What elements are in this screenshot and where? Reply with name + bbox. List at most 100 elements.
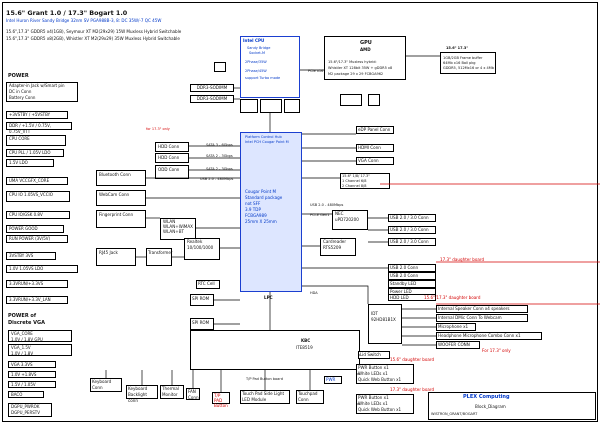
quick-web-1: Quick Web Button x1 <box>358 377 402 382</box>
edp-panel-conn: eDP Panel Conn <box>356 126 394 134</box>
pwr-board-1: PWR Button x1 White LEDs x1 Quick Web Bu… <box>356 364 414 384</box>
pch-line-3: Standard package <box>245 195 283 200</box>
power-row-ddr: DDR / +1.5V / 0.75V, 0.75V_VTT <box>6 122 72 134</box>
kbc-block: KBC ITE8519 <box>190 330 360 370</box>
pch-line-6: FCBGA989 <box>245 213 267 218</box>
power-row-powergood: POWER GOOD <box>6 225 64 233</box>
power-row-33vlan: 3.3VRUN/+3.3V_LAN <box>6 296 68 304</box>
block-title: Block_Diagram <box>475 404 506 409</box>
title-block: PLEX Computing Block_Diagram WISTRON_GRA… <box>428 392 596 420</box>
gpu-sub: AMD <box>360 47 371 52</box>
touchpad-conn: Touchpad Conn <box>296 390 324 404</box>
cpu-sub-2 <box>260 99 282 113</box>
signal-sata3: SATA 2 - 3Gbps <box>206 167 233 171</box>
project: WISTRON_GRANT/BOGART <box>431 412 478 416</box>
daughter-15-label: 15.6" daughter board <box>390 357 435 362</box>
lid-switch: Lid Switch <box>358 351 390 359</box>
hdd-led: HDD LED <box>388 294 436 301</box>
wlan-block: WLAN WLAN+WiMAX WLAN+BT <box>160 218 196 240</box>
vga-row-perst-text: DGPU_PERSTV <box>11 410 40 415</box>
cpu-block: Intel CPU Sandy Bridge Socket-M 2Phase/3… <box>240 36 300 98</box>
cardreader-text-2: RTS5209 <box>323 245 342 250</box>
daughter-17-label: 17.3" daughter board <box>390 387 435 392</box>
usb-conn-1: USB 2.0 / 3.0 Conn <box>388 214 436 222</box>
pwr-board-2: PWR Button x1 White LEDs x1 Quick Web Bu… <box>356 394 414 414</box>
power-row-adapter: Adapter-in Jack w/Smart pin DC in Conn B… <box>6 82 78 102</box>
audio-for17: For 17.3" only <box>482 348 511 353</box>
pch-line-5: 3.9 TDP <box>245 207 261 212</box>
hdmi-conn: HDMI Conn <box>356 144 394 152</box>
hdd-conn-2: HDD Conn <box>155 153 189 163</box>
pch-line-7: 25mm X 25mm <box>245 219 277 224</box>
woofer-conn: WOOFER CONN <box>436 341 480 349</box>
cpu-line-2: Socket-M <box>249 51 265 55</box>
power-vga-title2: Discrete VGA <box>8 320 46 326</box>
pwr-led-1: White LEDs x1 <box>358 371 388 376</box>
audio-codec-text-1: IDT <box>371 311 378 316</box>
power-vga-title: POWER of <box>8 313 37 319</box>
pwr-wireless: PWR Button x1 / Wireless LED x1 <box>324 376 342 384</box>
power-row-runpower: RUN POWER (3V/5V) <box>6 235 68 243</box>
vga-row-core: VGA_CORE 1.0V / 1.8V GPU <box>8 330 72 342</box>
daughter-label-1: 17.3" daughter board <box>440 257 485 262</box>
kbc-title: KBC <box>301 338 311 343</box>
cpu-line-1: Sandy Bridge <box>247 46 271 50</box>
vga-row-core-text: VGA_CORE <box>11 331 33 336</box>
cardreader-text-1: Cardreader <box>323 239 346 244</box>
power-title: POWER <box>8 73 29 79</box>
power-row-adapter-text: Adapter-in Jack w/Smart pin <box>9 83 65 88</box>
power-row-uma: UMA VCCGFX_CORE <box>6 177 68 185</box>
signal-usb20a: USB 2.0 - 480Mbps <box>200 177 234 181</box>
power-row-cpuiogsk: CPU IO/GSK 0.8V <box>6 211 70 219</box>
diagram-title: 15.6" Grant 1.0 / 17.3" Bogart 1.0 <box>6 9 128 17</box>
power-row-cpucore: CPU CORE <box>6 135 66 146</box>
power-row-cpuio: CPU IO 1.05VS_VCCIO <box>6 191 70 202</box>
lan-chip: Realtek 10/100/1000 <box>184 238 220 260</box>
tp-pad-board: T/P Pad Button board <box>246 377 283 381</box>
vga-conn: VGA Conn <box>356 157 394 165</box>
lvds-panel: 15.6" 1/8/ 17.3" 1 Channel 6/8 2 Channel… <box>340 173 390 189</box>
power-row-15ldo: 1.5V LDO <box>6 159 54 167</box>
lvds-panel-text-2: 1 Channel 6/8 <box>342 179 367 183</box>
vga-row-gpu-text: 1.0V / 1.8V GPU <box>11 337 43 342</box>
pch-line-2: Cougar Point M <box>245 189 277 194</box>
audio-codec: IDT 92HD81B1X <box>368 304 402 344</box>
vga-row-105: 1.5V / 1.05V <box>8 381 56 388</box>
pch-line-1: Intel PCH Cougar Point M <box>245 140 289 144</box>
cpu-line-3: 2Phase/35W <box>245 60 267 64</box>
vga-row-18vs: 1.0V +1.8VS <box>8 371 56 378</box>
standby-led: Standby LED <box>388 280 436 288</box>
gpu-block: GPU AMD 15.6"/17.3" Muxless hybrid: Whis… <box>324 36 406 80</box>
signal-for17: for 17.3" only <box>146 127 170 131</box>
vram-line-2: 64Mb x16 Ball pkg <box>443 61 476 65</box>
vram-line-1: 1GB/2GB Frame buffer <box>443 56 483 60</box>
rtc-cell: RTC Cell <box>196 280 220 289</box>
cpu-sub-3 <box>284 99 300 113</box>
vga-row-pwrok: DGPU_PWROK DGPU_PERSTV <box>8 403 52 417</box>
renesas-text-2: uPD720200 <box>335 217 359 222</box>
vga-row-15v-text: VGA_1.5V <box>11 345 31 350</box>
fingerprint-conn: Fingerprint Conn <box>96 210 146 228</box>
bluetooth-conn: Bluetooth Conn <box>96 170 146 186</box>
config-line-2: 15.6",17.3" GDDR5 x8(2GB), Whistler XT M… <box>6 36 180 41</box>
signal-pcie2: PCI-E Gen1 <box>310 213 330 217</box>
microphone: Microphone x1 <box>436 323 476 331</box>
wlan-text-2: WLAN+WiMAX <box>163 224 193 229</box>
edp-small-box <box>214 62 226 72</box>
tp-button: T/P PAD Button <box>212 392 230 408</box>
pch-line-4: not SFF <box>245 201 261 206</box>
lan-text-1: Realtek <box>187 239 203 244</box>
quick-web-2: Quick Web Button x1 <box>358 407 402 412</box>
ddr-slot-1: DDR3-SODIMM <box>190 84 234 92</box>
gpu-title: GPU <box>360 40 372 46</box>
power-row-standby: +3VSTBY / +5VSTBY <box>6 111 68 119</box>
usb-conn-4: USB 2.0 Conn <box>388 264 436 272</box>
ddr-slot-2: DDR3-SODIMM <box>190 95 234 103</box>
gpu-desc-2: Whistler XT 128bit 35W + gDDR5 x8 <box>328 66 393 70</box>
gpu-desc-3: M2 package 29 x 29 FCBGA962 <box>328 72 384 76</box>
usb-conn-3: USB 2.0 / 3.0 Conn <box>388 238 436 246</box>
power-row-dcin-text: DC in Conn <box>9 89 32 94</box>
cpu-sub-1 <box>240 99 258 113</box>
hdd-conn-1: HDD Conn <box>155 142 189 152</box>
wlan-text-3: WLAN+BT <box>163 229 185 234</box>
